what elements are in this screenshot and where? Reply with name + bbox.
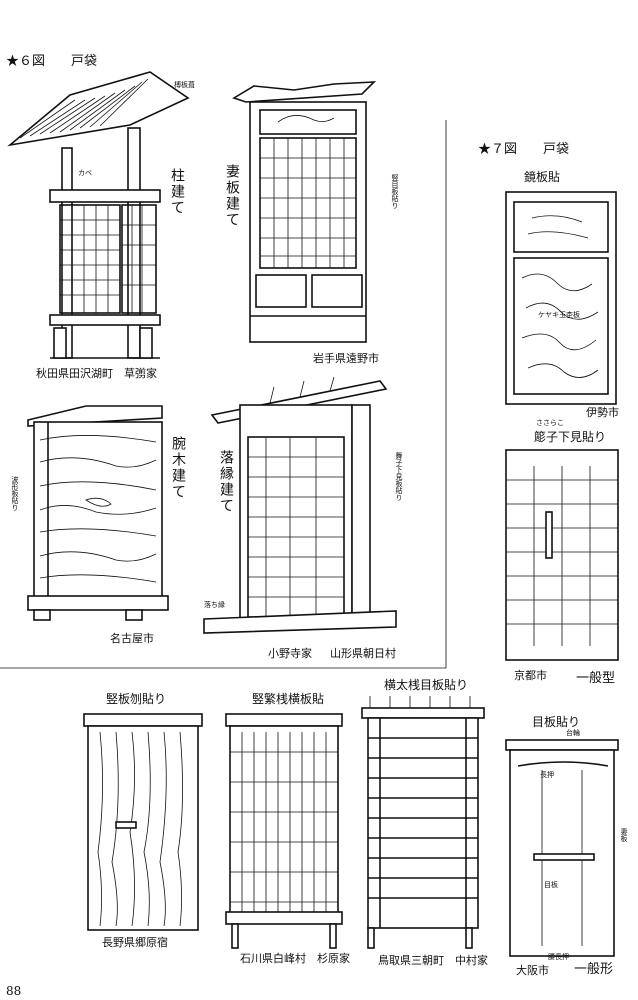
- fig6-heading: ★６図 戸袋: [6, 54, 98, 69]
- style-tsumaita: 妻板建て: [224, 164, 240, 228]
- drawing-tate-shige-tobukuro: [225, 713, 343, 949]
- title-tate-sugi: 竪板刎貼り: [106, 692, 167, 706]
- note-roof: 榑板葺: [174, 81, 195, 89]
- note-meita-top: 台輪: [566, 729, 580, 737]
- drawing-yoko-futo-tobukuro: [361, 696, 485, 949]
- place-hashira: 秋田県田沢湖町 草彅家: [36, 367, 157, 380]
- title-kagami: 鏡板貼: [524, 170, 561, 184]
- note-tsumaita: 竪目板貼り: [391, 174, 399, 209]
- style-wanki: 腕木建て: [170, 436, 186, 500]
- place-wanki: 名古屋市: [110, 632, 154, 645]
- style-ochien: 落縁建て: [218, 450, 234, 514]
- place-yoko-futo: 鳥取県三朝町 中村家: [378, 954, 488, 967]
- drawing-meita-tobukuro: [505, 739, 619, 957]
- note-meita-upper: 長押: [540, 771, 554, 779]
- title-tate-shige: 竪繁桟横板貼: [252, 692, 325, 706]
- place-tate-shige: 石川県白峰村 杉原家: [240, 952, 350, 965]
- note-meita-bottom: 腰長押: [548, 953, 569, 961]
- drawing-hashira-tobukuro: [7, 71, 190, 359]
- place-meita: 大阪市: [516, 964, 549, 977]
- title-maiko: 簓子下見貼り: [534, 430, 607, 444]
- drawing-tate-sugi-tobukuro: [83, 713, 203, 931]
- place-ochien-1: 小野寺家: [268, 647, 312, 660]
- place-tate-sugi: 長野県郷原宿: [102, 936, 168, 949]
- drawing-wanki-tobukuro: [27, 405, 169, 621]
- style-hashira: 柱建て: [169, 168, 185, 216]
- fig7-heading: ★７図 戸袋: [478, 142, 570, 157]
- drawing-ochien-tobukuro: [203, 376, 397, 634]
- note-wall: カベ: [78, 169, 92, 177]
- note-ochien: 舞子下見板貼り: [395, 452, 403, 501]
- type-maiko: 一般型: [576, 671, 616, 686]
- place-kagami: 伊勢市: [586, 406, 619, 419]
- drawing-tsumaita-tobukuro: [232, 81, 377, 343]
- type-meita: 一般形: [574, 962, 614, 977]
- place-tsumaita: 岩手県遠野市: [313, 352, 379, 365]
- title-meita: 目板貼り: [532, 715, 581, 729]
- title-yoko-futo: 横太桟目板貼り: [384, 678, 469, 692]
- place-maiko: 京都市: [514, 669, 547, 682]
- drawing-kagami-tobukuro: [505, 191, 617, 405]
- note-meita-side: 妻板: [620, 828, 628, 842]
- note-wanki: 波形板貼り: [11, 476, 19, 511]
- note-ochien-beam: 落ち縁: [204, 601, 225, 609]
- ruby-maiko: ささらこ: [536, 419, 564, 427]
- drawing-maiko-tobukuro: [505, 449, 619, 661]
- note-kagami: ケヤキ玉杢板: [538, 311, 580, 319]
- page-number: 88: [6, 984, 22, 998]
- place-ochien-2: 山形県朝日村: [330, 647, 396, 660]
- note-meita-center: 目板: [544, 881, 558, 889]
